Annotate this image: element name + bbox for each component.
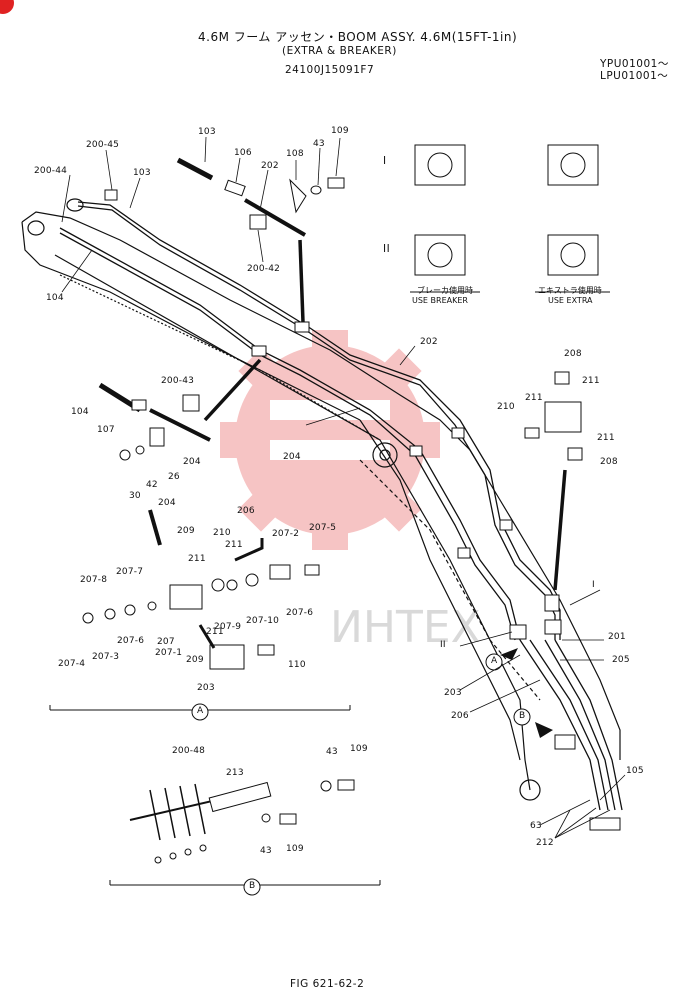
part-label: 211: [206, 627, 224, 637]
boom-outline: [21, 198, 621, 801]
part-label: 207-7: [116, 567, 144, 577]
part-label: 202: [420, 337, 438, 347]
part-label: 210: [213, 528, 231, 538]
part-label: 211: [582, 376, 600, 386]
left-fittings: [98, 382, 211, 546]
section-a-circle: [191, 703, 209, 721]
part-label: 200-43: [161, 376, 195, 386]
part-label: 211: [188, 554, 206, 564]
part-label: 207-10: [246, 616, 280, 626]
part-label: 202: [261, 161, 279, 171]
part-label: 207-8: [80, 575, 108, 585]
corner-logo-mark: [0, 0, 14, 14]
extra-en-label: USE EXTRA: [548, 296, 593, 305]
part-label: 30: [129, 491, 141, 501]
part-label: 203: [444, 688, 462, 698]
part-label: 104: [71, 407, 89, 417]
part-label: 110: [288, 660, 306, 670]
part-label: 109: [350, 744, 368, 754]
breaker-jp-label: ブレーカ使用時: [417, 286, 473, 295]
part-label: 206: [237, 506, 255, 516]
detail-row-ii-label: II: [383, 243, 391, 255]
section-a-letter: A: [197, 706, 204, 716]
part-label: 201: [608, 632, 626, 642]
section-b-parts: [129, 779, 355, 864]
part-label: 204: [183, 457, 201, 467]
right-fitting-block: [524, 371, 583, 461]
part-label: 42: [146, 480, 158, 490]
hose-lines: [59, 201, 623, 811]
part-label: 207: [157, 637, 175, 647]
part-label: 211: [597, 433, 615, 443]
detail-views: [410, 144, 610, 293]
part-label: 211: [525, 393, 543, 403]
part-label: 200-48: [172, 746, 206, 756]
part-label: 211: [225, 540, 243, 550]
part-label: 209: [177, 526, 195, 536]
part-label: I: [592, 580, 595, 590]
part-label: 43: [313, 139, 325, 149]
part-label: 109: [286, 844, 304, 854]
section-b-letter: B: [249, 881, 256, 891]
page-subtitle: (EXTRA & BREAKER): [282, 45, 397, 57]
part-label: 208: [600, 457, 618, 467]
part-label: 207-4: [58, 659, 86, 669]
section-a-marker: A: [491, 656, 498, 666]
page-title: 4.6M フーム アッセン・BOOM ASSY. 4.6M(15FT-1in): [198, 30, 518, 44]
arrow-b-icon: [535, 722, 553, 738]
part-label: 203: [197, 683, 215, 693]
serial-range-1: YPU01001〜: [600, 58, 669, 70]
part-label: 103: [133, 168, 151, 178]
part-label: 63: [530, 821, 542, 831]
part-label: 204: [158, 498, 176, 508]
part-label: 207-2: [272, 529, 300, 539]
part-label: 207-6: [117, 636, 145, 646]
part-label: 210: [497, 402, 515, 412]
part-label: 213: [226, 768, 244, 778]
part-label: 208: [564, 349, 582, 359]
part-label: II: [440, 640, 446, 650]
part-label: 200-44: [34, 166, 68, 176]
serial-range-2: LPU01001〜: [600, 70, 669, 82]
hose-clamps: [104, 189, 621, 831]
arrow-a-icon: [500, 648, 518, 660]
part-label: 207-6: [286, 608, 314, 618]
part-label: 207-5: [309, 523, 337, 533]
leader-lines: [61, 136, 626, 839]
upper-fittings: [176, 157, 345, 237]
detail-row-i-label: I: [383, 155, 387, 167]
detail-pointer-lines: [203, 239, 567, 591]
part-label: 43: [260, 846, 272, 856]
part-label: 212: [536, 838, 554, 848]
part-label: 207-3: [92, 652, 120, 662]
part-label: 205: [612, 655, 630, 665]
section-b-circle: [243, 878, 261, 896]
part-label: 106: [234, 148, 252, 158]
breaker-en-label: USE BREAKER: [412, 296, 468, 305]
part-label: 109: [331, 126, 349, 136]
section-a-parts: [82, 538, 320, 670]
part-label: 107: [97, 425, 115, 435]
part-label: 103: [198, 127, 216, 137]
part-label: 209: [186, 655, 204, 665]
part-label: 207-1: [155, 648, 183, 658]
part-label: 108: [286, 149, 304, 159]
part-label: 200-42: [247, 264, 281, 274]
part-label: 43: [326, 747, 338, 757]
part-code: 24100J15091F7: [285, 64, 375, 76]
part-label: 204: [283, 452, 301, 462]
watermark-text: ИНТЕХ: [330, 602, 481, 653]
part-label: 200-45: [86, 140, 120, 150]
part-label: 105: [626, 766, 644, 776]
part-label: 207-9: [214, 622, 242, 632]
part-label: 104: [46, 293, 64, 303]
extra-jp-label: エキストラ使用時: [538, 286, 602, 295]
section-b-marker: B: [519, 711, 526, 721]
figure-number: FIG 621-62-2: [290, 978, 365, 990]
part-label: 26: [168, 472, 180, 482]
part-label: 206: [451, 711, 469, 721]
